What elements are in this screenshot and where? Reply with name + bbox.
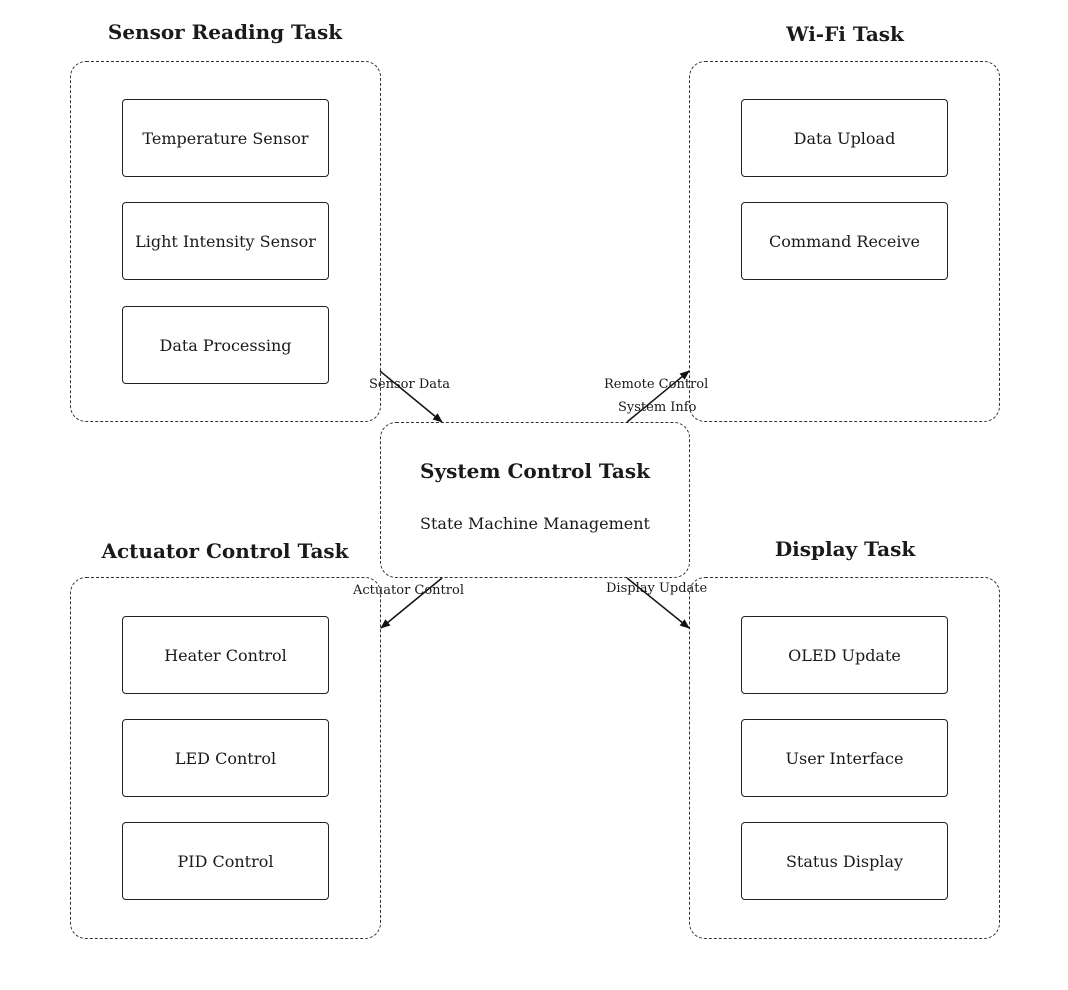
actuator-control-label: Actuator Control (353, 583, 464, 598)
user-interface-node: User Interface (741, 719, 948, 797)
wifi-task-title: Wi-Fi Task (786, 22, 904, 46)
sensor-data-arrow (379, 370, 443, 423)
actuator-control-arrow (380, 577, 443, 629)
command-receive-node: Command Receive (741, 202, 948, 280)
sensor-task-group (70, 61, 381, 422)
light-intensity-sensor-node: Light Intensity Sensor (122, 202, 329, 280)
remote-control-label: Remote Control (604, 377, 709, 392)
status-display-node: Status Display (741, 822, 948, 900)
data-upload-node: Data Upload (741, 99, 948, 177)
display-update-label: Display Update (606, 581, 708, 596)
system-control-task-title: System Control Task (420, 459, 650, 483)
led-control-node: LED Control (122, 719, 329, 797)
system-info-label: System Info (618, 400, 697, 415)
display-task-title: Display Task (774, 537, 916, 561)
state-machine-management-label: State Machine Management (420, 514, 650, 533)
sensor-task-title: Sensor Reading Task (107, 20, 343, 44)
temperature-sensor-node: Temperature Sensor (122, 99, 329, 177)
remote-control-arrow (626, 370, 690, 423)
actuator-task-group (70, 577, 381, 939)
system-control-task-group (380, 422, 690, 578)
data-processing-node: Data Processing (122, 306, 329, 384)
oled-update-node: OLED Update (741, 616, 948, 694)
pid-control-node: PID Control (122, 822, 329, 900)
heater-control-node: Heater Control (122, 616, 329, 694)
display-update-arrow (626, 577, 690, 629)
sensor-data-label: Sensor Data (369, 377, 450, 392)
actuator-task-title: Actuator Control Task (101, 539, 349, 563)
display-task-group (689, 577, 1000, 939)
wifi-task-group (689, 61, 1000, 422)
